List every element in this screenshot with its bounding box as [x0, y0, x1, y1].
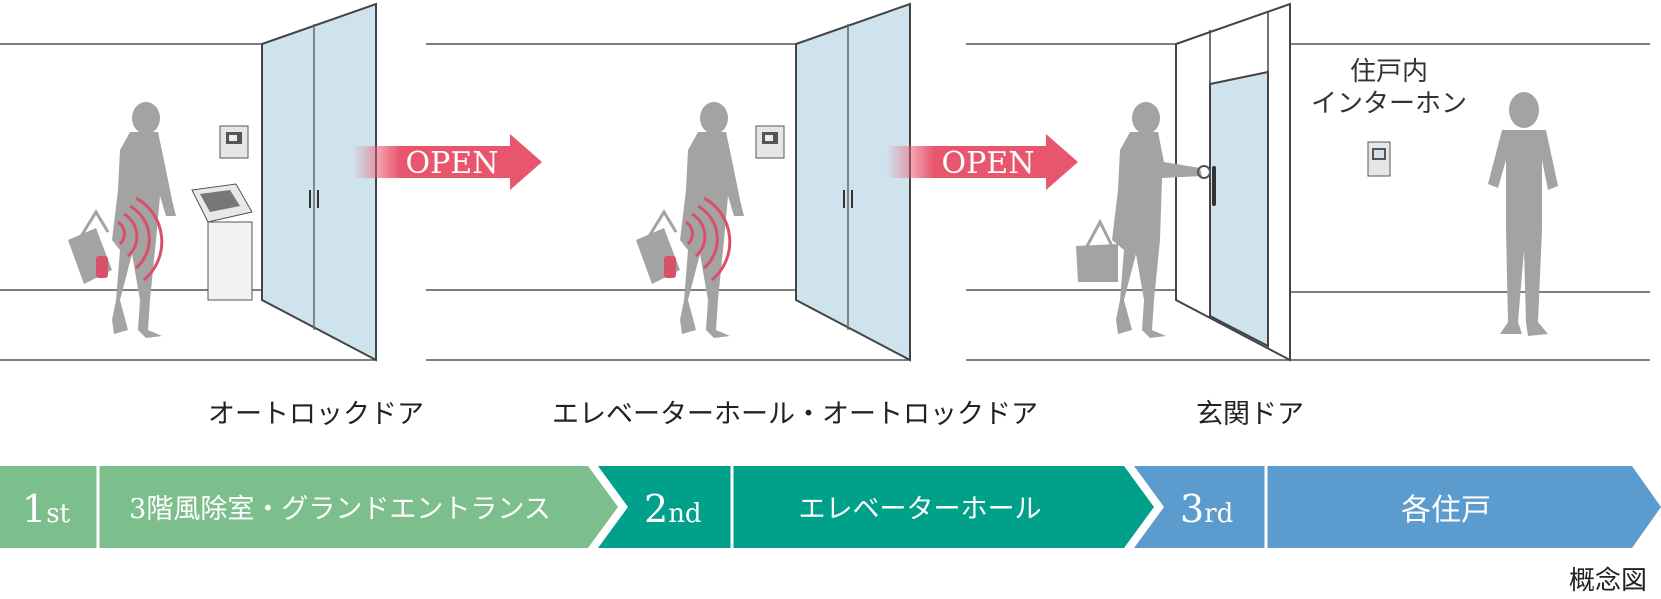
stage-1-label: 3階風除室・グランドエントランス: [129, 494, 551, 525]
glass-door-1: [261, 2, 377, 362]
entrance-door-frame: [1175, 2, 1291, 362]
resident-woman-1: [68, 102, 176, 338]
open-label-2: OPEN: [942, 146, 1035, 181]
stage-2-chevron: [598, 466, 1154, 548]
stage-bar: 1st 3階風除室・グランドエントランス 2nd エレベーターホール 3rd 各…: [0, 466, 1661, 548]
resident-woman-3: [1076, 102, 1211, 338]
card-reader-kiosk: [191, 183, 253, 301]
wall-intercom-1: [219, 125, 249, 159]
stage-2-number: 2nd: [644, 487, 702, 531]
open-label-1: OPEN: [406, 146, 499, 181]
wall-intercom-2: [755, 125, 785, 159]
stage-1-chevron: [0, 466, 618, 548]
caption-auto-lock-door: オートロックドア: [208, 399, 424, 430]
scene-2-elevator-hall: [426, 2, 911, 362]
room-intercom: [1367, 141, 1391, 177]
intercom-label-line2: インターホン: [1310, 89, 1467, 119]
intercom-label: 住戸内 インターホン: [1304, 56, 1474, 120]
intercom-label-line1: 住戸内: [1349, 57, 1428, 87]
caption-elevator-hall-auto-lock: エレベーターホール・オートロックドア: [552, 399, 1038, 430]
open-arrow-1: OPEN: [352, 134, 542, 190]
stage-1-number: 1st: [22, 487, 71, 531]
open-arrow-2: OPEN: [886, 134, 1078, 190]
stage-2-label: エレベーターホール: [799, 494, 1042, 525]
caption-entrance-door: 玄関ドア: [1196, 399, 1304, 430]
glass-door-2: [795, 2, 911, 362]
concept-note: 概念図: [1568, 566, 1647, 596]
resident-man: [1488, 92, 1558, 336]
scene-3-entrance-door: [966, 2, 1650, 362]
stage-3-number: 3rd: [1180, 487, 1233, 531]
stage-3-label: 各住戸: [1401, 493, 1491, 528]
resident-woman-2: [636, 102, 744, 338]
scene-1-auto-lock: [0, 2, 377, 362]
